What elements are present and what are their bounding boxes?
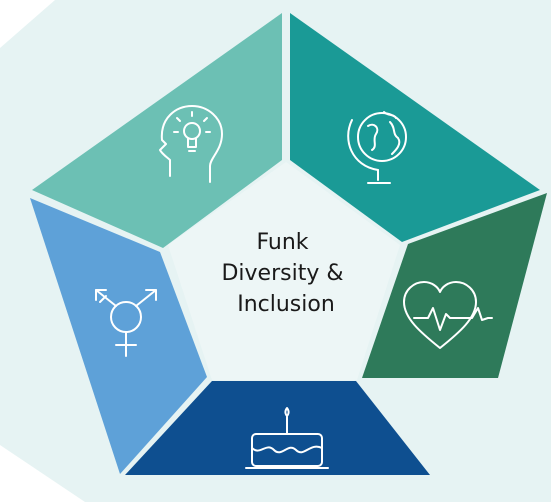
transgender-symbol-icon (95, 289, 157, 357)
center-line-3: Inclusion (237, 292, 335, 317)
segment-bottom (125, 381, 430, 475)
globe-icon (347, 111, 407, 184)
birthday-cake-icon (245, 407, 329, 469)
segment-right-shape (362, 193, 547, 378)
center-title: Funk Diversity & Inclusion (221, 230, 350, 317)
segment-top-left-shape (32, 13, 282, 248)
center-line-2: Diversity & (221, 261, 343, 286)
segment-bottom-shape (125, 381, 430, 475)
center-pentagon (168, 162, 400, 380)
segment-left-shape (30, 198, 207, 474)
heartbeat-icon (403, 281, 493, 349)
segment-top-left (32, 13, 282, 248)
segment-top-right-shape (290, 13, 540, 242)
segment-left (30, 198, 207, 474)
segment-right (362, 193, 547, 378)
lightbulb-head-icon (159, 105, 223, 183)
center-line-1: Funk (256, 230, 308, 255)
segment-top-right (290, 13, 540, 242)
